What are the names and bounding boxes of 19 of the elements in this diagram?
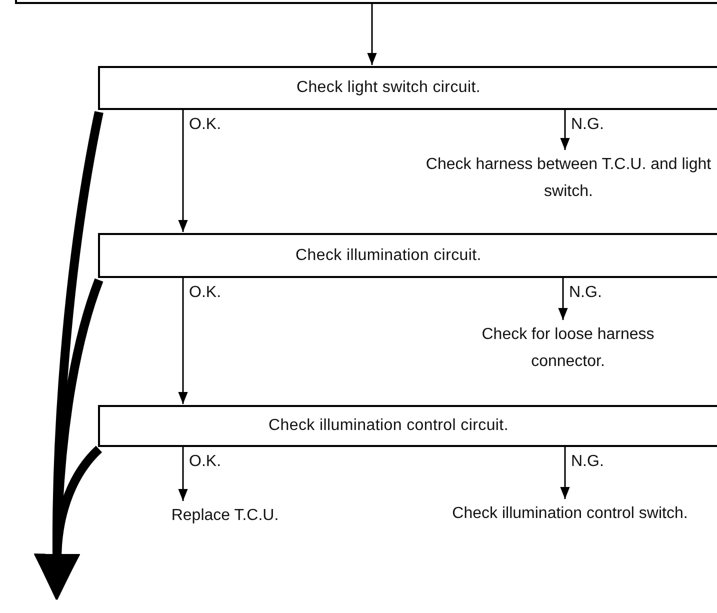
result-text: Check for loose harness connector. — [480, 325, 656, 372]
arrow — [558, 278, 568, 320]
result-text: Check harness between T.C.U. and light switch. — [424, 155, 712, 202]
arrow — [367, 4, 377, 65]
step-box — [98, 405, 717, 447]
result-text: Check illumination control switch. — [452, 504, 688, 524]
thick-arrow — [34, 446, 102, 600]
arrow — [178, 447, 188, 501]
step-box — [98, 233, 717, 278]
arrow — [178, 110, 188, 232]
arrow — [560, 110, 570, 150]
step-text: Check illumination circuit. — [296, 246, 482, 264]
arrow — [178, 278, 188, 404]
step-text: Check illumination control circuit. — [268, 417, 508, 435]
result-text: Replace T.C.U. — [171, 506, 279, 526]
step-box — [98, 66, 717, 110]
thick-arrow — [34, 278, 104, 600]
step-text: Check light switch circuit. — [296, 79, 481, 97]
arrow — [560, 447, 570, 499]
